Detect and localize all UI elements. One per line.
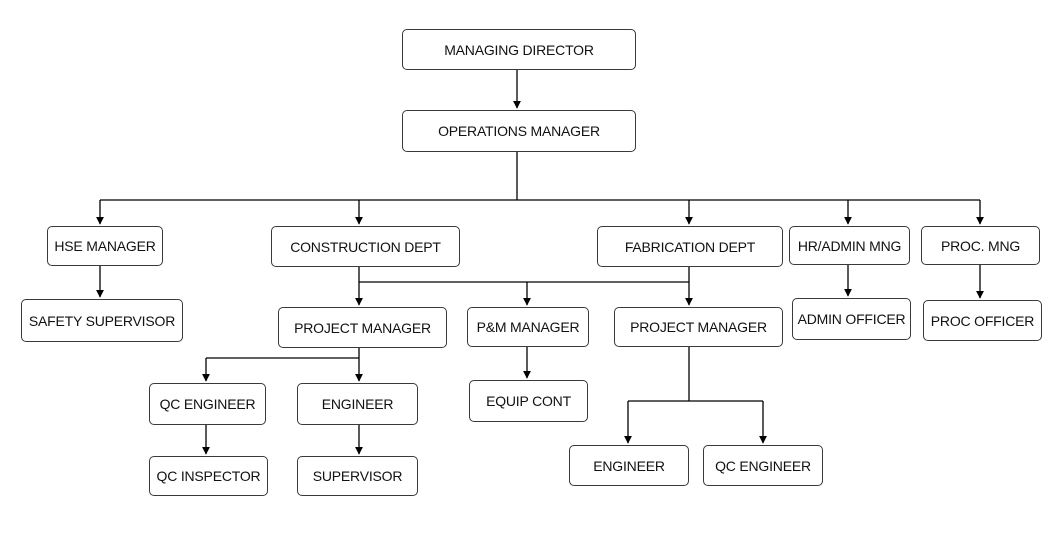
admin-officer-label: ADMIN OFFICER [797,311,906,327]
qc-inspector-box: QC INSPECTOR [149,456,268,496]
engineer-construction-box: ENGINEER [297,383,418,425]
operations-manager-label: OPERATIONS MANAGER [438,123,600,139]
proc-officer-box: PROC OFFICER [923,300,1042,341]
project-manager-fabrication-label: PROJECT MANAGER [630,319,767,335]
proc-mng-label: PROC. MNG [940,237,1021,254]
construction-dept-box: CONSTRUCTION DEPT [271,226,460,267]
fabrication-dept-label: FABRICATION DEPT [624,238,756,255]
engineer-fabrication-label: ENGINEER [593,457,665,474]
pm-manager-box: P&M MANAGER [467,307,589,347]
project-manager-construction-box: PROJECT MANAGER [278,307,447,348]
supervisor-label: SUPERVISOR [312,468,403,484]
managing-director-box: MANAGING DIRECTOR [402,29,636,70]
construction-dept-label: CONSTRUCTION DEPT [290,238,441,255]
managing-director-label: MANAGING DIRECTOR [444,41,594,58]
equip-cont-label: EQUIP CONT [486,393,571,409]
supervisor-box: SUPERVISOR [297,456,418,496]
qc-inspector-label: QC INSPECTOR [156,468,261,484]
engineer-construction-label: ENGINEER [321,396,394,412]
hr-admin-mng-label: HR/ADMIN MNG [797,237,902,254]
operations-manager-box: OPERATIONS MANAGER [402,110,636,152]
safety-supervisor-box: SAFETY SUPERVISOR [21,299,183,342]
hse-manager-label: HSE MANAGER [54,238,156,254]
proc-mng-box: PROC. MNG [921,226,1040,265]
pm-manager-label: P&M MANAGER [476,319,580,335]
project-manager-construction-label: PROJECT MANAGER [294,319,431,336]
admin-officer-box: ADMIN OFFICER [792,298,911,340]
qc-engineer-fabrication-label: QC ENGINEER [715,457,811,474]
safety-supervisor-label: SAFETY SUPERVISOR [28,312,176,329]
qc-engineer-construction-label: QC ENGINEER [159,396,256,412]
qc-engineer-fabrication-box: QC ENGINEER [703,445,823,486]
qc-engineer-construction-box: QC ENGINEER [149,383,266,425]
proc-officer-label: PROC OFFICER [930,312,1035,329]
engineer-fabrication-box: ENGINEER [569,445,689,486]
project-manager-fabrication-box: PROJECT MANAGER [614,307,783,347]
fabrication-dept-box: FABRICATION DEPT [597,226,783,267]
hse-manager-box: HSE MANAGER [47,226,163,266]
hr-admin-mng-box: HR/ADMIN MNG [789,226,910,265]
equip-cont-box: EQUIP CONT [469,380,588,422]
